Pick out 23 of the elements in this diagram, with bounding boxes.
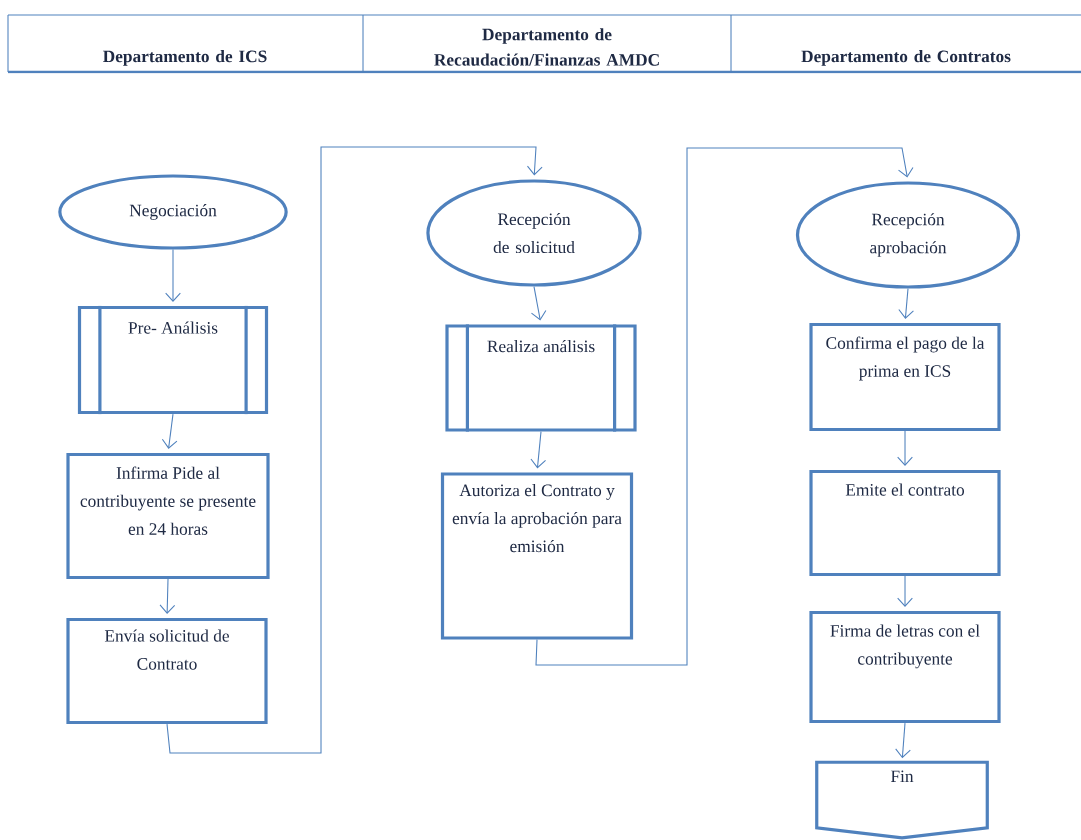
offpage-connector: Fin	[815, 760, 989, 840]
column-header: Departamento de Recaudación/Finanzas AMDC	[434, 28, 659, 66]
process-box: Autoriza el Contrato y envía la aprobación para emisión	[440, 472, 634, 640]
column-header: Departamento de ICS	[103, 50, 267, 66]
arrow	[166, 146, 543, 754]
arrow	[897, 575, 913, 607]
process-box: Envía solicitud de Contrato	[66, 617, 268, 725]
process-box: Confirma el pago de la prima en ICS	[809, 322, 1001, 432]
process-box: Infirma Pide al contribuyente se presente en 24 horas	[66, 452, 270, 580]
subprocess-box: Realiza análisis	[445, 324, 637, 432]
arrow	[535, 147, 914, 666]
arrow	[165, 249, 181, 302]
arrow	[898, 288, 914, 319]
arrow	[897, 430, 913, 466]
subprocess-box: Pre- Análisis	[77, 305, 269, 415]
column-header: Departamento de Contratos	[801, 50, 1011, 66]
process-box: Emite el contrato	[809, 469, 1001, 577]
process-box: Firma de letras con el contribuyente	[809, 610, 1001, 724]
arrow	[159, 578, 176, 614]
arrow	[161, 413, 178, 449]
arrow	[895, 722, 911, 759]
arrow	[530, 431, 547, 469]
arrow	[530, 286, 547, 321]
